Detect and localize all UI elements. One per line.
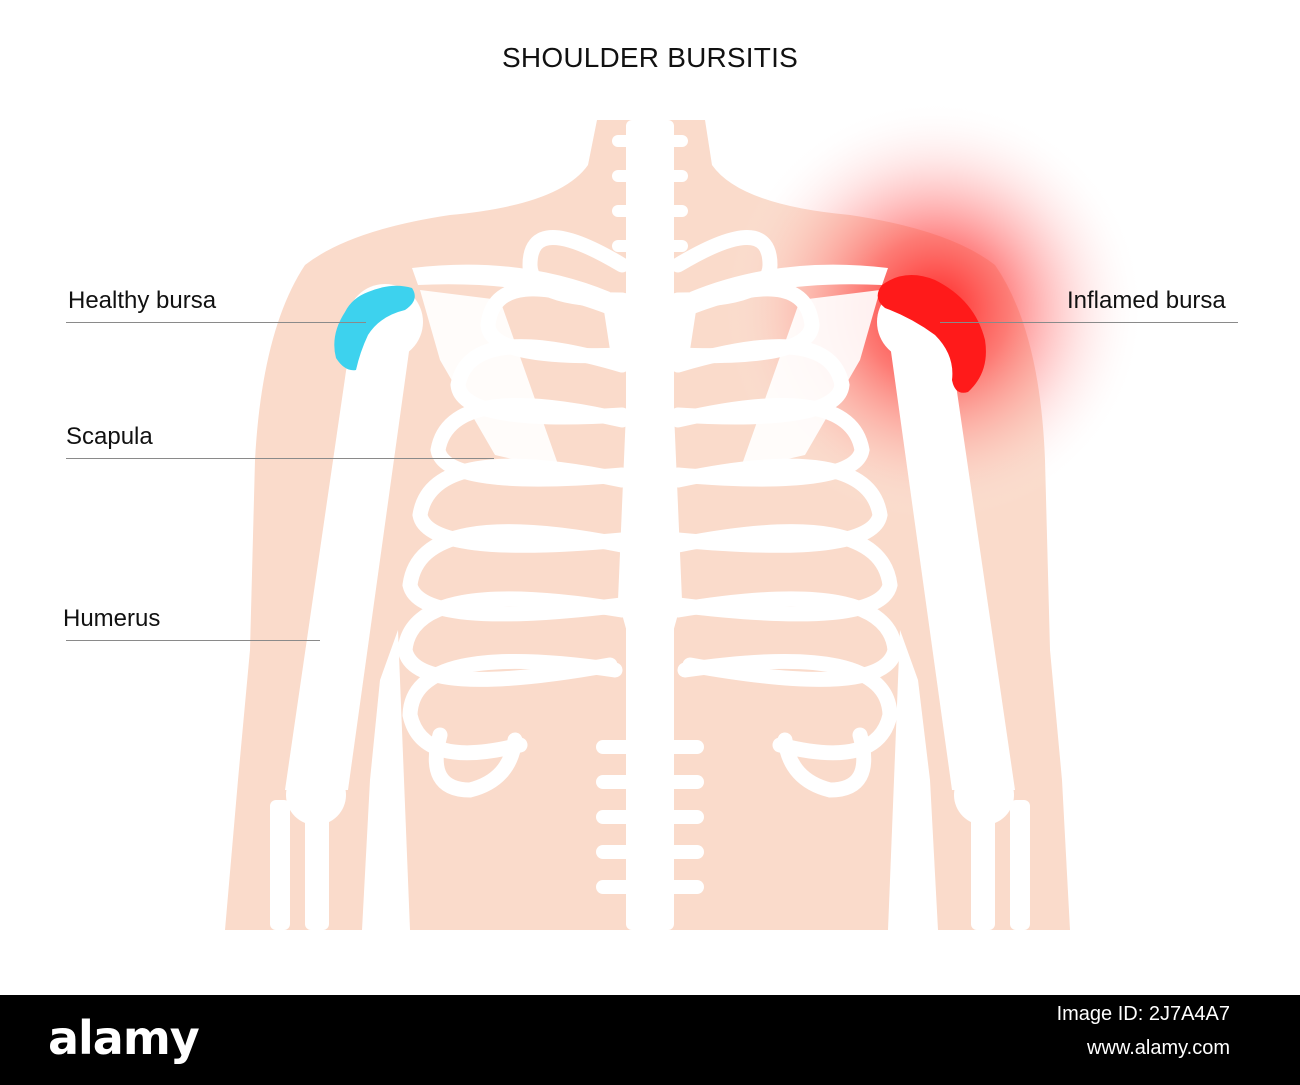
diagram-title: SHOULDER BURSITIS: [502, 42, 798, 73]
image-id: Image ID: 2J7A4A7: [1056, 1003, 1230, 1025]
label-scapula: Scapula: [66, 423, 153, 450]
diagram-canvas: SHOULDER BURSITIS Healthy bursa Inflamed…: [63, 42, 1238, 930]
inflamed-bursa: [877, 275, 986, 393]
label-inflamed-bursa: Inflamed bursa: [1067, 287, 1226, 314]
label-humerus: Humerus: [63, 605, 161, 632]
rib-cage: [397, 230, 903, 798]
left-scapula: [420, 290, 560, 470]
right-humerus: [888, 330, 1015, 790]
site-url: www.alamy.com: [1087, 1037, 1230, 1059]
watermark-bar: alamy Image ID: 2J7A4A7 www.alamy.com: [0, 995, 1300, 1085]
leader-healthy-bursa: [66, 322, 366, 323]
leader-inflamed-bursa: [940, 322, 1238, 323]
leader-humerus: [66, 640, 320, 641]
left-humerus: [285, 330, 412, 790]
anatomy-illustration: [225, 100, 1145, 930]
leader-scapula: [66, 458, 494, 459]
vertebra-processes: [596, 135, 704, 894]
skeleton: [270, 120, 1030, 930]
right-scapula: [740, 290, 880, 470]
sternum: [602, 291, 698, 665]
brand-logo: alamy: [48, 1011, 200, 1065]
healthy-bursa: [334, 285, 415, 371]
label-healthy-bursa: Healthy bursa: [68, 287, 217, 314]
